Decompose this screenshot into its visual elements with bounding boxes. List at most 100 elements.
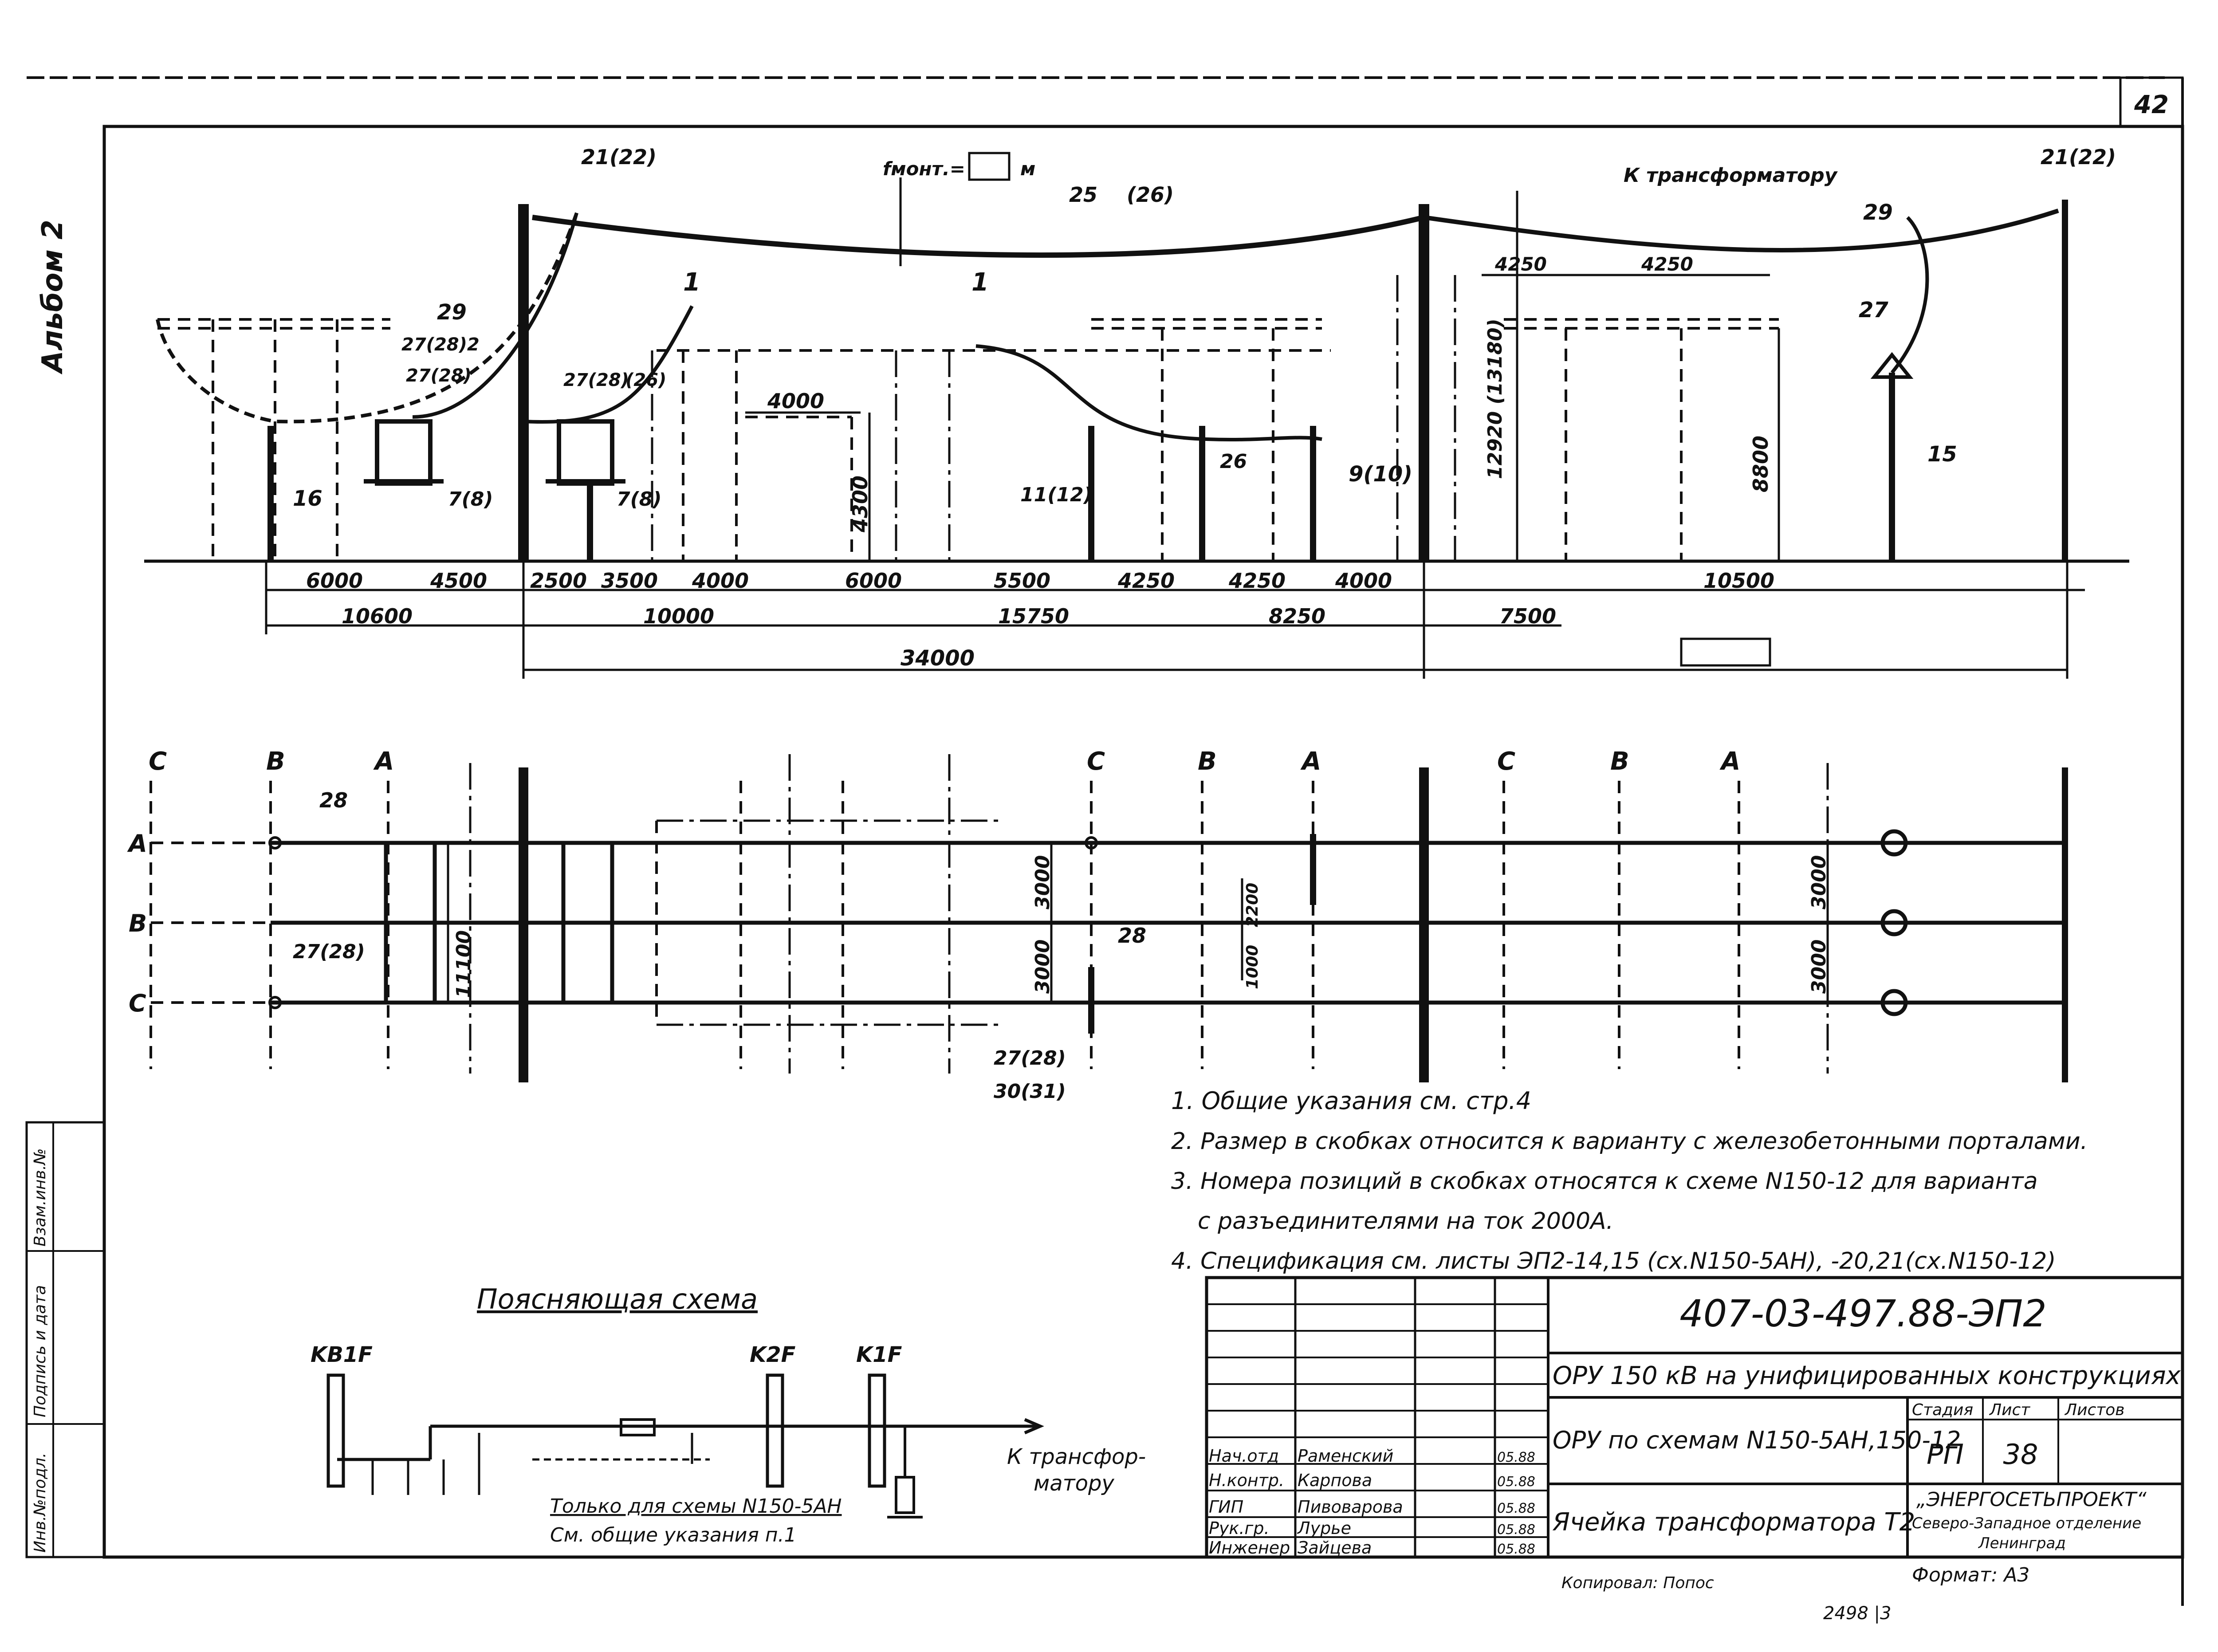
schematic-arrow-label: К трансфор- bbox=[1007, 1444, 1146, 1469]
callout: (26) bbox=[625, 370, 666, 390]
dim-label: 1000 bbox=[1243, 945, 1262, 989]
note-line: с разъединителями на ток 2000А. bbox=[1198, 1208, 1613, 1235]
person-name: Раменский bbox=[1298, 1446, 1393, 1466]
person-name: Лурье bbox=[1297, 1518, 1351, 1538]
format-label: Формат: А3 bbox=[1912, 1564, 2029, 1586]
dim-label: 2500 bbox=[530, 569, 587, 593]
height-label-1: 12920 (13180) bbox=[1484, 319, 1506, 479]
callout: 21(22) bbox=[2041, 145, 2116, 169]
phase-top-label: A bbox=[1719, 747, 1740, 776]
callout: 27(28) bbox=[563, 370, 629, 390]
sheet-number: 38 bbox=[2003, 1438, 2038, 1471]
schematic-title: Поясняющая схема bbox=[477, 1283, 758, 1315]
document-number: 407-03-497.88-ЭП2 bbox=[1679, 1292, 2046, 1335]
page-number: 42 bbox=[2134, 90, 2169, 119]
org-name: „ЭНЕРГОСЕТЬПРОЕКТ“ bbox=[1916, 1488, 2147, 1511]
dim-label: 4500 bbox=[430, 569, 487, 593]
dim-label: 3000 bbox=[1808, 940, 1830, 994]
dim-total-label: 34000 bbox=[901, 646, 975, 671]
callout: 27(28) bbox=[293, 940, 365, 963]
phase-side-label: В bbox=[129, 909, 147, 937]
callout: 27 bbox=[1859, 298, 1888, 323]
phase-top-label: A bbox=[373, 747, 394, 776]
title-block-text: 407-03-497.88-ЭП2 ОРУ 150 кВ на унифицир… bbox=[1209, 1292, 2181, 1624]
person-date: 05.88 bbox=[1497, 1501, 1535, 1516]
elevation-labels: fмонт.= м К трансформатору 12920 (13180)… bbox=[293, 145, 2116, 671]
dim-label: 4000 bbox=[692, 569, 749, 593]
person-date: 05.88 bbox=[1497, 1474, 1535, 1490]
callout: 29 bbox=[437, 300, 467, 325]
dim-label: 4000 bbox=[1335, 569, 1392, 593]
callout: 28 bbox=[1118, 924, 1146, 948]
explanatory-schematic: Поясняющая схема KB1F K2F K1F К трансфор… bbox=[311, 1283, 1146, 1546]
general-notes: 1. Общие указания см. стр.4 2. Размер в … bbox=[1171, 1087, 2088, 1274]
col-sheets: Листов bbox=[2064, 1401, 2124, 1419]
callout: 11(12) bbox=[1020, 484, 1093, 506]
dim-label: 3000 bbox=[1031, 940, 1054, 994]
phase-top-label: C bbox=[1087, 747, 1105, 776]
callout: 27(28)2 bbox=[401, 334, 480, 355]
to-transformer-label: К трансформатору bbox=[1624, 164, 1838, 187]
dim-label: 10500 bbox=[1703, 569, 1774, 593]
callout: 26 bbox=[1220, 450, 1247, 473]
org-city: Ленинград bbox=[1978, 1534, 2066, 1552]
object-title: ОРУ 150 кВ на унифицированных конструкци… bbox=[1553, 1361, 2181, 1390]
dim-label: 3000 bbox=[1031, 855, 1054, 909]
person-role: Рук.гр. bbox=[1209, 1518, 1270, 1538]
person-name: Зайцева bbox=[1298, 1538, 1372, 1558]
phase-top-label: B bbox=[1610, 747, 1629, 776]
title-block bbox=[1205, 1276, 2184, 1559]
margin-stamp-inv: Инв.№подл. bbox=[31, 1453, 49, 1553]
schematic-label: KB1F bbox=[311, 1342, 373, 1367]
callout: 9(10) bbox=[1349, 462, 1412, 487]
dim-label: 6000 bbox=[306, 569, 363, 593]
person-name: Карпова bbox=[1298, 1471, 1372, 1490]
dim-label: 3500 bbox=[601, 569, 658, 593]
dim-label: 4250 bbox=[1228, 569, 1286, 593]
dim-label: 10600 bbox=[342, 604, 413, 628]
person-role: Нач.отд bbox=[1209, 1446, 1279, 1466]
callout: 29 bbox=[1863, 200, 1893, 225]
copied-by: Копировал: Попос bbox=[1561, 1574, 1714, 1592]
schematic-label: K1F bbox=[856, 1342, 902, 1367]
dim-label: 4300 bbox=[848, 476, 872, 533]
person-date: 05.88 bbox=[1497, 1450, 1535, 1465]
dim-label: 7500 bbox=[1499, 604, 1556, 628]
margin-stamp-replace: Взам.инв.№ bbox=[31, 1148, 49, 1247]
note-line: 3. Номера позиций в скобках относятся к … bbox=[1171, 1168, 2038, 1195]
person-role: Инженер bbox=[1209, 1538, 1290, 1558]
dim-label: 3000 bbox=[1808, 855, 1830, 909]
note-line: 1. Общие указания см. стр.4 bbox=[1171, 1087, 1531, 1115]
bottom-code: 2498 |3 bbox=[1823, 1603, 1891, 1624]
person-role: Н.контр. bbox=[1209, 1471, 1284, 1490]
phase-top-label: B bbox=[1198, 747, 1217, 776]
margin-stamp-sign: Подпись и дата bbox=[31, 1285, 49, 1417]
callout: 27(28) bbox=[406, 366, 472, 386]
dim-label: 10000 bbox=[643, 604, 714, 628]
note-line: 2. Размер в скобках относится к варианту… bbox=[1171, 1128, 2088, 1155]
dim-label: 4000 bbox=[767, 389, 824, 413]
phase-side-label: С bbox=[129, 989, 146, 1017]
dim-label: 2200 bbox=[1243, 883, 1262, 927]
dim-label: 8250 bbox=[1269, 604, 1325, 628]
dim-label: 11100 bbox=[452, 930, 475, 998]
callout: 7(8) bbox=[448, 488, 493, 511]
scheme-title: ОРУ по схемам N150-5АН,150-12 bbox=[1553, 1426, 1961, 1454]
col-stage: Стадия bbox=[1912, 1401, 1973, 1419]
callout: 27(28) bbox=[994, 1047, 1066, 1070]
sag-unit: м bbox=[1020, 158, 1035, 180]
phase-top-label: C bbox=[149, 747, 167, 776]
dim-label: 5500 bbox=[994, 569, 1050, 593]
callout: 7(8) bbox=[617, 488, 661, 511]
sheet-title: Ячейка трансформатора Т2 bbox=[1552, 1508, 1915, 1537]
schematic-footnote: Только для схемы N150-5АН bbox=[550, 1495, 842, 1518]
dim-label: 4250 bbox=[1117, 569, 1175, 593]
schematic-footnote: См. общие указания п.1 bbox=[550, 1524, 797, 1546]
phase-side-label: А bbox=[127, 830, 147, 857]
callout: 25 bbox=[1069, 183, 1097, 207]
phase-top-label: A bbox=[1300, 747, 1321, 776]
phase-top-label: B bbox=[266, 747, 285, 776]
stage-value: РП bbox=[1927, 1438, 1964, 1471]
phase-top-label: C bbox=[1497, 747, 1515, 776]
dim-label: 6000 bbox=[845, 569, 902, 593]
